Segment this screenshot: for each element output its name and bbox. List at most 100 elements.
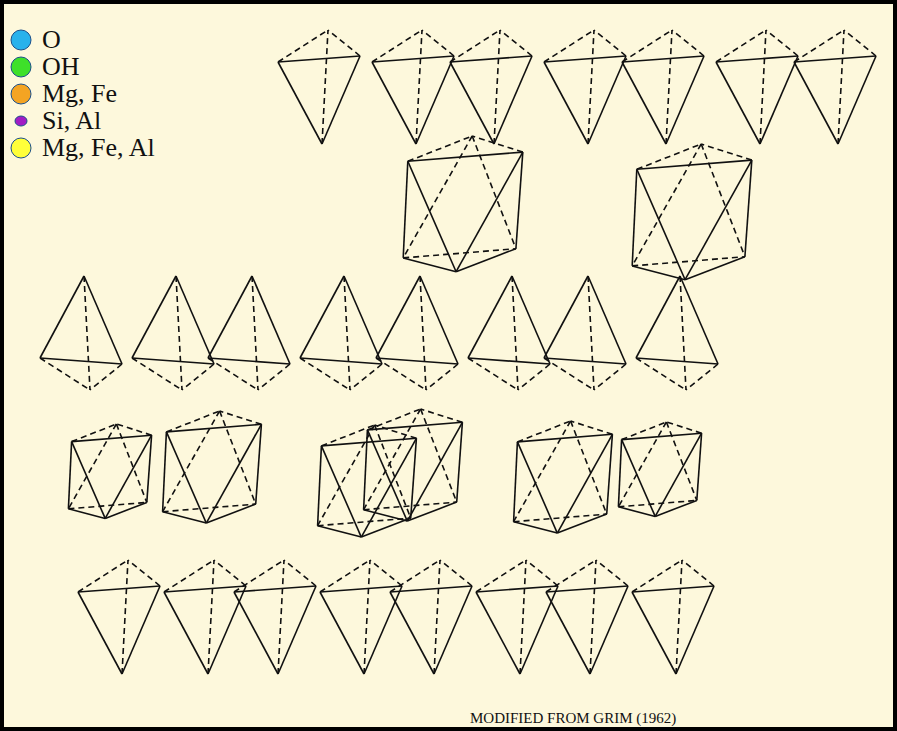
bond-line xyxy=(208,358,290,364)
bond-line xyxy=(256,424,262,504)
bond-line xyxy=(258,364,290,390)
bond-line xyxy=(494,30,500,144)
bond-line xyxy=(220,411,262,424)
bond-line xyxy=(420,276,426,390)
bond-line xyxy=(676,586,714,674)
bond-line xyxy=(278,56,360,62)
bond-line xyxy=(434,586,472,674)
bond-line xyxy=(403,249,516,258)
bond-line xyxy=(632,266,685,280)
bond-line xyxy=(367,409,420,430)
bond-line xyxy=(426,364,458,390)
legend-text: Mg, Fe, Al xyxy=(42,134,155,161)
bond-line xyxy=(278,30,328,62)
bond-line xyxy=(147,435,152,502)
bond-line xyxy=(176,276,214,364)
bond-line xyxy=(367,422,462,430)
bond-line xyxy=(321,446,361,537)
bond-line xyxy=(68,502,146,508)
bond-line xyxy=(416,30,422,144)
bond-line xyxy=(476,592,520,674)
bond-line xyxy=(234,592,278,674)
bond-line xyxy=(408,136,472,161)
bond-line xyxy=(40,358,122,364)
bond-line xyxy=(214,560,246,586)
bond-line xyxy=(122,586,160,674)
bond-line xyxy=(838,56,876,144)
bond-line xyxy=(328,30,360,56)
bond-line xyxy=(618,507,655,517)
legend-swatch xyxy=(10,29,32,51)
bond-line xyxy=(457,422,463,502)
bond-line xyxy=(105,435,151,518)
bond-line xyxy=(456,249,516,272)
bond-line xyxy=(546,592,590,674)
bond-line xyxy=(544,276,588,358)
bond-line xyxy=(206,504,255,523)
bond-line xyxy=(794,62,838,144)
bond-line xyxy=(607,434,613,514)
legend-swatch xyxy=(10,83,32,105)
bond-line xyxy=(632,560,682,592)
bond-line xyxy=(680,276,686,390)
bond-line xyxy=(372,62,416,144)
bond-line xyxy=(372,56,454,62)
bond-line xyxy=(636,358,718,364)
bond-line xyxy=(364,510,408,521)
bond-line xyxy=(544,56,626,62)
bond-line xyxy=(376,358,426,390)
bond-line xyxy=(320,560,370,592)
bond-line xyxy=(472,136,516,249)
bond-line xyxy=(632,586,714,592)
bond-line xyxy=(514,442,518,522)
bond-line xyxy=(132,276,176,358)
bond-line xyxy=(422,30,454,56)
bond-line xyxy=(403,258,456,272)
bond-line xyxy=(571,421,613,434)
bond-line xyxy=(632,592,676,674)
bond-line xyxy=(655,500,697,516)
bond-line xyxy=(407,502,456,521)
bond-line xyxy=(234,586,316,592)
bond-line xyxy=(278,586,316,674)
bond-line xyxy=(622,30,672,62)
bond-line xyxy=(320,592,364,674)
bond-line xyxy=(421,409,463,422)
bond-line xyxy=(512,276,550,364)
bond-line xyxy=(618,500,696,506)
bond-line xyxy=(220,411,256,504)
bond-line xyxy=(364,586,402,674)
bond-line xyxy=(685,160,752,280)
bond-line xyxy=(476,586,558,592)
bond-line xyxy=(544,358,626,364)
bond-line xyxy=(468,358,550,364)
bond-line xyxy=(680,276,718,364)
bond-line xyxy=(40,358,90,390)
bond-line xyxy=(322,30,328,144)
bond-line xyxy=(434,560,440,674)
bond-line xyxy=(300,358,382,364)
bond-line xyxy=(760,30,766,144)
bond-line xyxy=(376,276,420,358)
bond-line xyxy=(520,560,526,674)
bond-line xyxy=(132,358,214,364)
bond-line xyxy=(364,560,370,674)
bond-line xyxy=(72,424,117,442)
bond-line xyxy=(701,144,752,160)
bond-line xyxy=(622,62,666,144)
bond-line xyxy=(164,592,208,674)
bond-line xyxy=(208,358,258,390)
bond-line xyxy=(745,160,752,257)
legend-text: Mg, Fe xyxy=(42,80,117,107)
legend-entry: O xyxy=(10,26,61,53)
bond-line xyxy=(666,422,696,500)
bond-line xyxy=(588,56,626,144)
bond-line xyxy=(716,62,760,144)
bond-line xyxy=(440,560,472,586)
bond-line xyxy=(544,358,594,390)
bond-line xyxy=(637,160,752,169)
bond-line xyxy=(364,430,368,510)
legend-text: O xyxy=(42,26,61,53)
bond-line xyxy=(450,30,500,62)
